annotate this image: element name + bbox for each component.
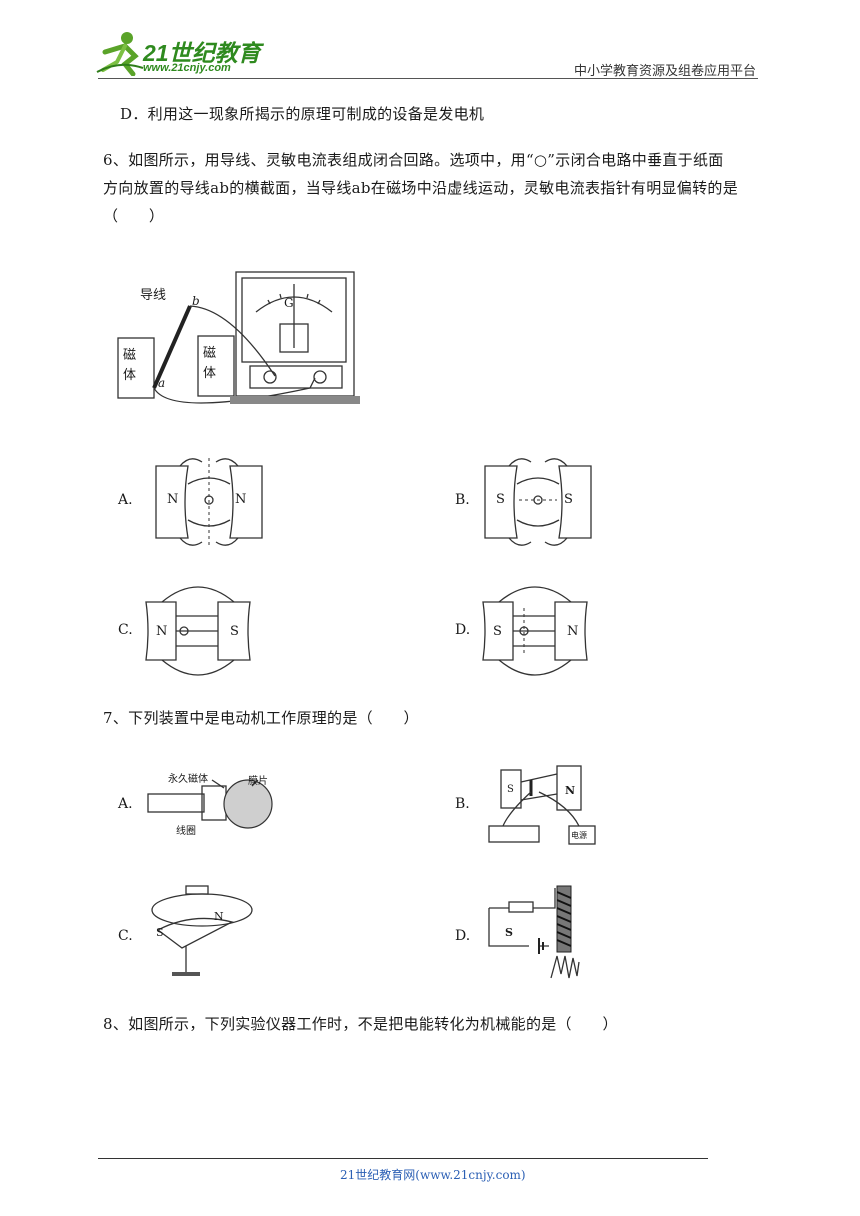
option-label: D. <box>455 928 471 944</box>
tag-power: 电源 <box>571 831 587 840</box>
label-wire: 导线 <box>140 288 167 303</box>
q6-line-3: （ ） <box>103 207 165 225</box>
left-pole: N <box>156 624 168 639</box>
tag-s: S <box>505 926 513 939</box>
q7-option-b[interactable]: B. S N 电源 <box>455 756 615 852</box>
tag-permanent-magnet: 永久磁体 <box>168 774 208 785</box>
option-label: B. <box>455 796 470 812</box>
tag-n: N <box>565 784 576 797</box>
left-pole: N <box>167 492 179 507</box>
header-divider <box>98 78 758 79</box>
tag-n: N <box>214 910 224 923</box>
label-galvanometer: G <box>284 296 294 310</box>
q6-figure-galvanometer: 导线 磁体 磁体 a b G <box>110 268 360 410</box>
q7-option-c[interactable]: C. S N <box>118 880 278 980</box>
q6-option-b[interactable]: B. S S <box>455 454 615 550</box>
q6-question: 6、如图所示，用导线、灵敏电流表组成闭合回路。选项中，用“○”示闭合电路中垂直于… <box>103 146 783 230</box>
runner-logo-icon <box>96 32 144 76</box>
q6-option-a[interactable]: A. N N <box>118 454 278 550</box>
right-pole: S <box>230 624 239 639</box>
tag-diaphragm: 膜片 <box>248 776 268 787</box>
option-label: A. <box>118 796 133 812</box>
left-pole: S <box>493 624 502 639</box>
logo-url: www.21cnjy.com <box>143 62 231 74</box>
label-magnet-left: 磁体 <box>123 348 137 383</box>
footer-link[interactable]: 21世纪教育网(www.21cnjy.com) <box>340 1168 526 1182</box>
option-label: D. <box>455 622 471 638</box>
tag-s: S <box>156 926 164 939</box>
q7-option-d[interactable]: D. S <box>455 882 615 982</box>
right-pole: N <box>235 492 247 507</box>
site-logo[interactable]: 21世纪教育 www.21cnjy.com <box>95 30 265 78</box>
option-label: C. <box>118 928 133 944</box>
label-a: a <box>158 376 166 390</box>
option-label: C. <box>118 622 133 638</box>
tag-coil: 线圈 <box>176 826 196 837</box>
q7-question: 7、下列装置中是电动机工作原理的是（ ） <box>103 709 419 727</box>
q6-line-2: 方向放置的导线ab的横截面，当导线ab在磁场中沿虚线运动，灵敏电流表指针有明显偏… <box>103 179 738 197</box>
q7-option-a[interactable]: A. 永久磁体 膜片 线圈 <box>118 770 288 837</box>
footer-divider <box>98 1158 708 1159</box>
label-magnet-right: 磁体 <box>203 346 217 381</box>
right-pole: S <box>564 492 573 507</box>
option-label: A. <box>118 492 133 508</box>
header-platform-name: 中小学教育资源及组卷应用平台 <box>573 64 756 79</box>
tag-s: S <box>507 784 514 795</box>
right-pole: N <box>567 624 579 639</box>
q6-line-1: 6、如图所示，用导线、灵敏电流表组成闭合回路。选项中，用“○”示闭合电路中垂直于… <box>103 151 724 169</box>
label-b: b <box>192 294 200 308</box>
logo-title: 21世纪教育 <box>143 40 261 66</box>
q6-option-d[interactable]: D. S N <box>455 578 615 684</box>
q6-option-c[interactable]: C. N S <box>118 578 278 684</box>
option-label: B. <box>455 492 470 508</box>
q8-question: 8、如图所示，下列实验仪器工作时，不是把电能转化为机械能的是（ ） <box>103 1015 618 1033</box>
left-pole: S <box>496 492 505 507</box>
q5-option-d: D．利用这一现象所揭示的原理可制成的设备是发电机 <box>120 105 485 123</box>
header: 21世纪教育 www.21cnjy.com 中小学教育资源及组卷应用平台 <box>0 0 860 80</box>
